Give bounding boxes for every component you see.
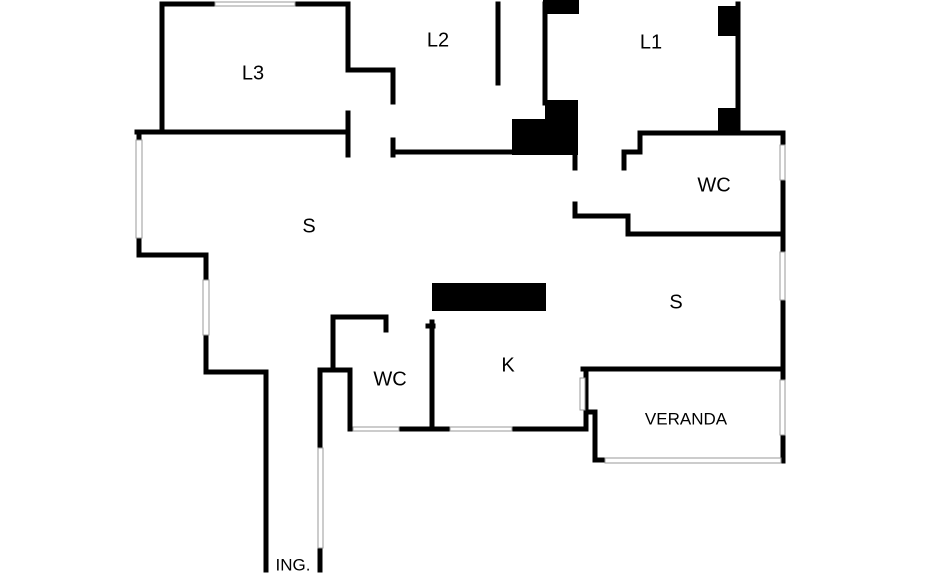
wall-wc-right-outline: [572, 130, 786, 237]
walls-l2: [390, 1, 515, 158]
room-label-l3: L3: [242, 62, 264, 84]
walls-l1: [512, 0, 741, 171]
window-l3-top: [214, 1, 296, 7]
wall-l3-outline: [159, 1, 396, 134]
walls-kitchen: [400, 283, 589, 432]
room-label-s-right: S: [669, 291, 682, 313]
room-label-kitchen: K: [501, 354, 515, 376]
room-label-veranda: VERANDA: [645, 409, 728, 428]
column-l1-bottom-right: [718, 108, 738, 134]
walls-wc-right: [572, 130, 786, 237]
window-living-left: [135, 139, 143, 239]
room-label-l1: L1: [640, 31, 662, 53]
window-kitchen: [449, 426, 513, 432]
wall-wc-small-outline: [330, 314, 389, 368]
room-label-wc-small: WC: [373, 368, 406, 390]
wall-veranda-left: [583, 409, 613, 463]
column-l1-top-right: [718, 6, 738, 36]
window-living-lower-left: [202, 279, 210, 336]
walls-living-left: [135, 129, 406, 573]
walls-l3: [134, 1, 396, 158]
room-label-entrance: ING.: [276, 555, 311, 574]
room-label-s-main: S: [302, 215, 315, 237]
window-wc-small: [352, 426, 400, 432]
kitchen-counter: [432, 283, 546, 311]
wall-corridor-right: [317, 367, 406, 573]
wall-living-lower-left: [136, 252, 269, 573]
window-veranda-right: [779, 379, 786, 436]
room-label-l2: L2: [427, 29, 449, 51]
walls-living-right: [580, 231, 786, 373]
window-living-right: [779, 251, 786, 301]
window-wc-right: [779, 144, 786, 181]
walls-veranda: [579, 367, 786, 464]
column-top-mid: [543, 0, 579, 14]
room-label-wc-right: WC: [697, 174, 730, 196]
column-center-block: [512, 100, 578, 155]
window-veranda-bottom: [604, 457, 782, 464]
room-labels: L3 L2 L1 S WC S WC K VERANDA ING.: [242, 29, 731, 574]
window-veranda-left: [579, 377, 586, 411]
window-corridor: [317, 447, 324, 549]
walls-wc-small: [330, 314, 436, 432]
